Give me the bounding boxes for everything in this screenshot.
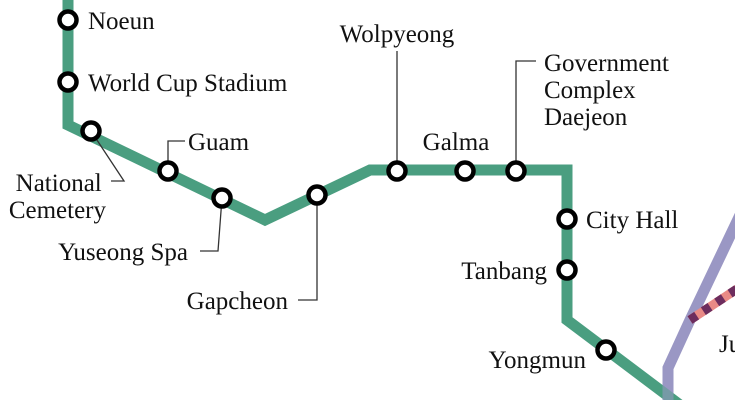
station-label-world-cup-stadium[interactable]: World Cup Stadium [88, 70, 288, 97]
station-label-national-cemetery[interactable]: National Cemetery [9, 170, 108, 224]
station-marker-world-cup-stadium[interactable] [57, 71, 79, 93]
leader-national-cemetery [90, 130, 126, 182]
line-1-route [62, 0, 683, 400]
station-label-yuseong-spa[interactable]: Yuseong Spa [58, 239, 188, 266]
station-label-city-hall[interactable]: City Hall [586, 207, 678, 234]
station-marker-noeun[interactable] [57, 9, 79, 31]
station-label-galma[interactable]: Galma [423, 129, 490, 156]
station-label-tanbang[interactable]: Tanbang [461, 258, 547, 285]
leader-government-complex [515, 60, 536, 171]
dashed-line-dashes [687, 284, 735, 324]
leader-gapcheon [298, 195, 318, 301]
station-label-national-cemetery-line2: Cemetery [9, 197, 107, 224]
station-marker-gapcheon[interactable] [306, 184, 328, 206]
station-label-yongmun[interactable]: Yongmun [489, 347, 587, 374]
stations [57, 9, 617, 361]
station-label-gov-line2: Complex [544, 77, 636, 104]
station-label-government-complex-daejeon[interactable]: Government Complex Daejeon [544, 50, 675, 131]
station-label-gapcheon[interactable]: Gapcheon [187, 288, 289, 315]
station-marker-wolpyeong[interactable] [386, 160, 408, 182]
station-label-wolpyeong[interactable]: Wolpyeong [340, 21, 455, 48]
station-marker-city-hall[interactable] [556, 208, 578, 230]
station-marker-government-complex-daejeon[interactable] [505, 160, 527, 182]
station-marker-yongmun[interactable] [595, 339, 617, 361]
station-marker-tanbang[interactable] [556, 259, 578, 281]
station-label-guam[interactable]: Guam [188, 129, 250, 156]
station-label-partial-offscreen: Ju [719, 331, 735, 358]
station-label-national-cemetery-line1: National [16, 170, 102, 197]
station-marker-guam[interactable] [157, 160, 179, 182]
station-marker-yuseong-spa[interactable] [211, 187, 233, 209]
station-marker-national-cemetery[interactable] [80, 120, 102, 142]
station-marker-galma[interactable] [454, 160, 476, 182]
station-label-gov-line3: Daejeon [544, 104, 628, 131]
station-label-noeun[interactable]: Noeun [88, 8, 155, 35]
station-labels: Noeun World Cup Stadium National Cemeter… [9, 8, 735, 374]
station-label-gov-line1: Government [544, 50, 669, 77]
leader-yuseong-spa [200, 197, 223, 252]
